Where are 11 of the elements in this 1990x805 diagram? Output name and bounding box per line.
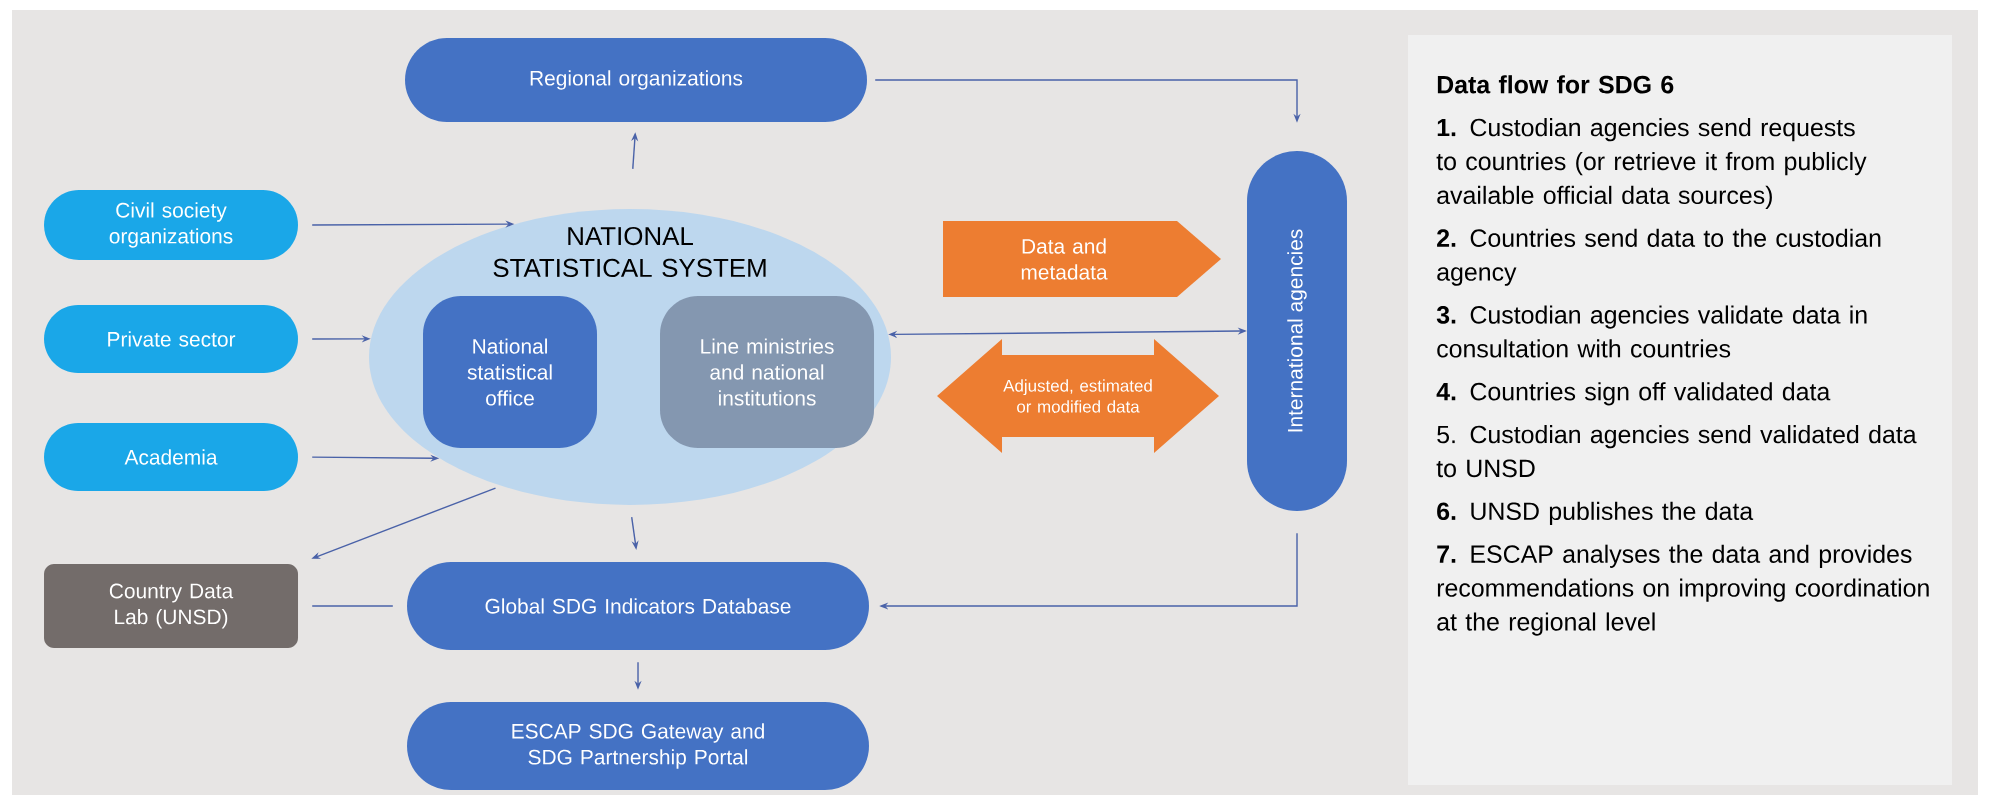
capsule-box: Private sector	[44, 305, 298, 373]
rounded-box: Line ministries and national institutions	[660, 296, 874, 448]
capsule-box: Global SDG Indicators Database	[407, 562, 869, 650]
rounded-box: National statistical office	[423, 296, 597, 448]
text-panel: Data flow for SDG 6 1. Custodian agencies send requests to countries (or retrieve it from publicly available official data sources) 2. Countries send data to the custodian agency 3. Custodian agencies validate data in consultation with countries 4. Countries sign off validated data 5. Custodian agencies send validated data to UNSD 6. UNSD publishes the data 7. ESCAP analyses the data and provides recommendations on improving coordination at the regional level	[1408, 35, 1952, 785]
capsule-box: Academia	[44, 423, 298, 491]
capsule-box: Regional organizations	[405, 38, 867, 122]
capsule-box: International agencies	[1247, 151, 1347, 511]
process-box: Country Data Lab (UNSD)	[44, 564, 298, 648]
capsule-box: Civil society organizations	[44, 190, 298, 260]
capsule-box: ESCAP SDG Gateway and SDG Partnership Portal	[407, 702, 869, 790]
